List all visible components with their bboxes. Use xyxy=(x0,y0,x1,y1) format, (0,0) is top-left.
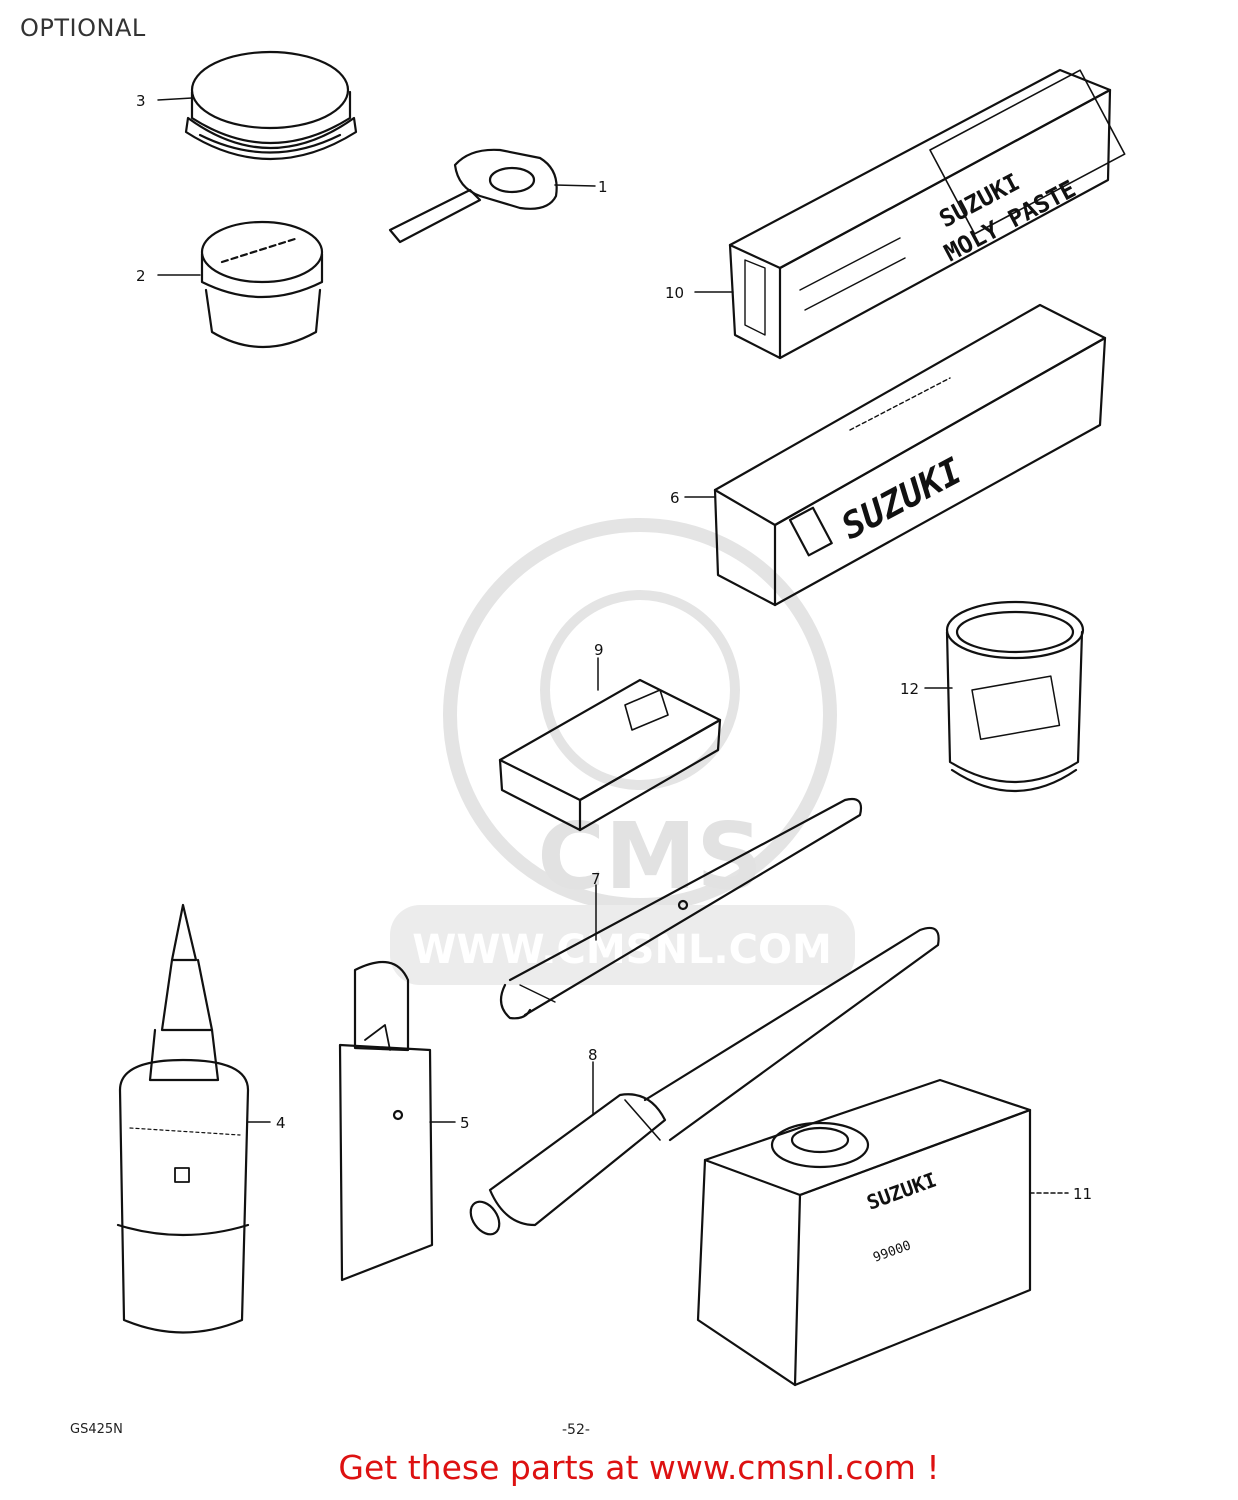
part-grease-tube-8 xyxy=(469,926,940,1236)
page-number: -52- xyxy=(562,1422,590,1438)
callout-numbers: 1 2 3 4 5 6 7 8 9 10 11 12 xyxy=(136,92,1092,1203)
part-key-1 xyxy=(388,148,558,244)
callout-2: 2 xyxy=(136,267,146,285)
watermark-face xyxy=(540,590,740,790)
watermark-brand: CMS xyxy=(537,803,762,910)
part-oil-tin-11: SUZUKI 99000 xyxy=(696,1078,1032,1387)
cta-link[interactable]: Get these parts at www.cmsnl.com ! xyxy=(338,1448,940,1487)
watermark-url: WWW.CMSNL.COM xyxy=(412,927,832,973)
callout-3: 3 xyxy=(136,92,146,110)
part-box-9 xyxy=(498,678,722,832)
part-tube-7 xyxy=(499,797,863,1020)
part-tool-5 xyxy=(338,960,434,1282)
callout-12: 12 xyxy=(900,680,919,698)
drawing-code: GS425N xyxy=(70,1422,123,1437)
leader-lines xyxy=(157,97,1069,1194)
callout-5: 5 xyxy=(460,1114,470,1132)
callout-8: 8 xyxy=(588,1046,598,1064)
part-can-12 xyxy=(945,600,1085,793)
callout-11: 11 xyxy=(1073,1185,1092,1203)
item11-brand-text: SUZUKI xyxy=(864,1167,940,1214)
part-cap-3 xyxy=(184,50,358,161)
watermark-banner xyxy=(390,905,855,985)
part-jar-2 xyxy=(200,220,324,348)
part-bottle-4 xyxy=(116,903,250,1334)
cms-watermark: CMS WWW.CMSNL.COM xyxy=(390,518,855,985)
callout-1: 1 xyxy=(598,178,608,196)
callout-6: 6 xyxy=(670,489,680,507)
callout-9: 9 xyxy=(594,641,604,659)
part-moly-paste-box-10: SUZUKI MOLY PASTE xyxy=(728,68,1126,360)
item11-code-text: 99000 xyxy=(871,1238,913,1265)
part-suzuki-box-6: SUZUKI xyxy=(713,303,1107,607)
page-title: OPTIONAL xyxy=(20,14,146,42)
callout-7: 7 xyxy=(591,870,601,888)
callout-4: 4 xyxy=(276,1114,286,1132)
callout-10: 10 xyxy=(665,284,684,302)
